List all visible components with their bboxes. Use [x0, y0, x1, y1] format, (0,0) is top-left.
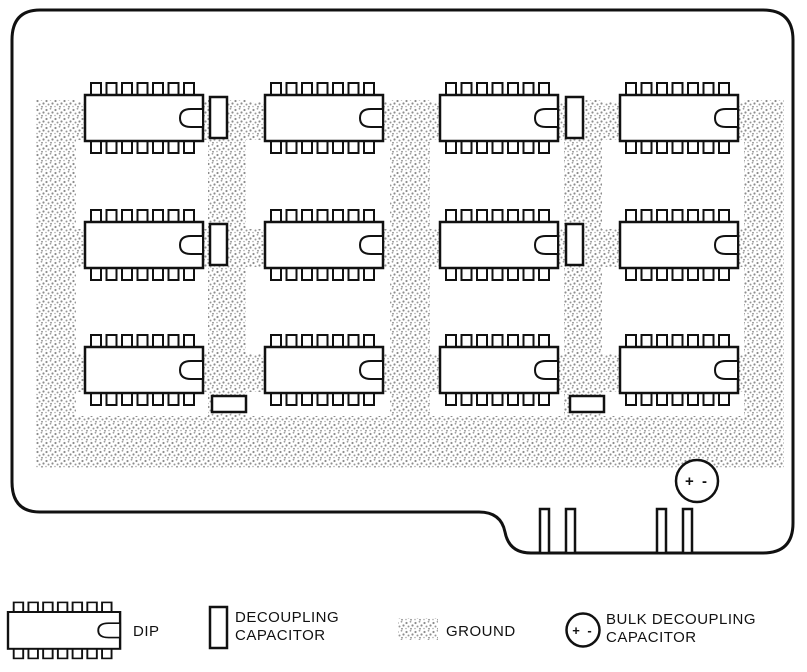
decoupling-capacitor — [208, 222, 229, 267]
legend-bulk-capacitor-symbol — [565, 612, 601, 648]
legend-ground-symbol — [398, 618, 438, 640]
decoupling-capacitor — [564, 95, 585, 140]
edge-connector-slot — [681, 507, 694, 555]
bulk-decoupling-capacitor: + - — [674, 458, 720, 504]
decoupling-capacitor — [208, 95, 229, 140]
legend-decoupling-capacitor-symbol — [208, 605, 229, 650]
legend-dip-label: DIP — [133, 623, 160, 640]
bulk-capacitor-body — [674, 458, 720, 504]
legend-ground-label: GROUND — [446, 623, 516, 640]
legend-bulk-capacitor-polarity: + - — [572, 623, 594, 638]
decoupling-capacitor — [564, 222, 585, 267]
edge-connector-slot — [655, 507, 668, 555]
legend: DIP DECOUPLING CAPACITOR GROUND + - BULK… — [6, 601, 756, 660]
edge-connector — [538, 507, 694, 555]
ground-strip-right-vertical — [744, 100, 784, 468]
legend-decoupling-label-line1: DECOUPLING — [235, 609, 339, 626]
legend-dip-symbol — [6, 601, 122, 660]
ground-strip-center-vertical — [390, 100, 430, 468]
legend-bulk-label-line1: BULK DECOUPLING — [606, 611, 756, 628]
decoupling-capacitor — [568, 394, 606, 414]
legend-decoupling-label-line2: CAPACITOR — [235, 627, 326, 644]
edge-connector-slot — [538, 507, 551, 555]
legend-bulk-label-line2: CAPACITOR — [606, 629, 697, 646]
ground-strip-left-vertical — [36, 100, 76, 468]
edge-connector-slot — [564, 507, 577, 555]
ground-strip-bottom — [36, 416, 784, 468]
decoupling-capacitor — [210, 394, 248, 414]
decoupling-capacitors — [208, 95, 606, 414]
bulk-capacitor-polarity: + - — [685, 473, 709, 490]
